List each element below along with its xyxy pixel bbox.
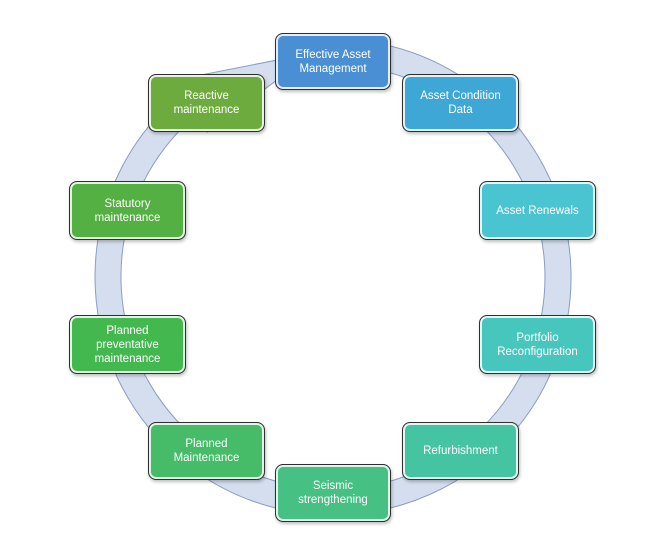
node-label: Refurbishment — [423, 445, 498, 457]
node-label: Planned Maintenance — [173, 438, 240, 464]
node-label: Effective Asset Management — [295, 48, 371, 75]
node-seismic-strengthening: Seismic strengthening — [275, 464, 391, 522]
node-label: Reactive maintenance — [173, 90, 240, 116]
node-planned-maintenance: Planned Maintenance — [148, 422, 265, 480]
node-label: Statutory maintenance — [94, 197, 161, 224]
node-portfolio-reconfiguration: Portfolio Reconfiguration — [479, 315, 596, 374]
node-refurbishment: Refurbishment — [402, 422, 519, 480]
node-label: Asset Renewals — [496, 204, 579, 217]
node-statutory-maintenance: Statutory maintenance — [69, 181, 186, 240]
node-effective-asset-management: Effective Asset Management — [275, 33, 391, 90]
node-label: Asset Condition Data — [420, 90, 501, 116]
node-label: Planned preventative maintenance — [94, 324, 161, 365]
node-planned-preventative-maintenance: Planned preventative maintenance — [69, 315, 186, 374]
node-label: Seismic strengthening — [298, 480, 368, 506]
node-asset-condition-data: Asset Condition Data — [402, 74, 519, 132]
node-reactive-maintenance: Reactive maintenance — [148, 74, 265, 132]
node-label: Portfolio Reconfiguration — [497, 331, 578, 358]
node-asset-renewals: Asset Renewals — [479, 181, 596, 240]
